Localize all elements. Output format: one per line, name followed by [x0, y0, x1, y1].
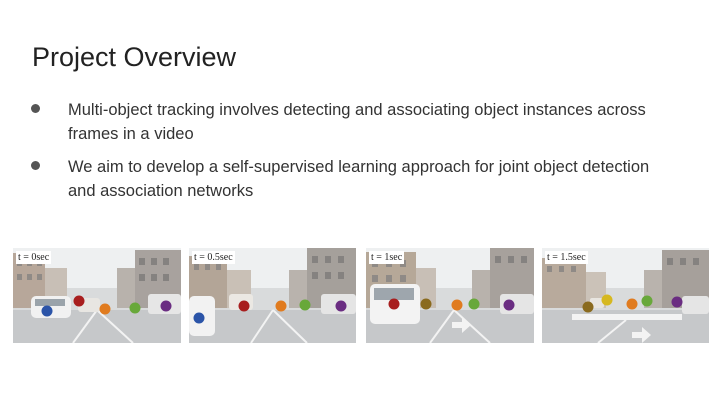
street-scene-image	[366, 248, 534, 343]
bullet-dot	[31, 104, 40, 113]
frame-timestamp: t = 0sec	[16, 251, 52, 264]
frame-timestamp: t = 1sec	[369, 251, 405, 264]
street-scene-image	[13, 248, 181, 343]
bullet-dot	[31, 161, 40, 170]
frame-timestamp: t = 1.5sec	[545, 251, 588, 264]
frame-timestamp: t = 0.5sec	[192, 251, 235, 264]
bullet-item: We aim to develop a self-supervised lear…	[30, 155, 670, 203]
video-frame: t = 1sec	[366, 248, 534, 343]
street-scene-image	[542, 248, 709, 343]
slide-title: Project Overview	[32, 42, 237, 72]
video-frame: t = 0sec	[13, 248, 181, 343]
video-frame: t = 1.5sec	[542, 248, 709, 343]
bullet-list: Multi-object tracking involves detecting…	[30, 98, 670, 212]
bullet-text: We aim to develop a self-supervised lear…	[68, 158, 650, 200]
video-frame: t = 0.5sec	[189, 248, 356, 343]
bullet-text: Multi-object tracking involves detecting…	[68, 101, 646, 143]
bullet-item: Multi-object tracking involves detecting…	[30, 98, 670, 146]
